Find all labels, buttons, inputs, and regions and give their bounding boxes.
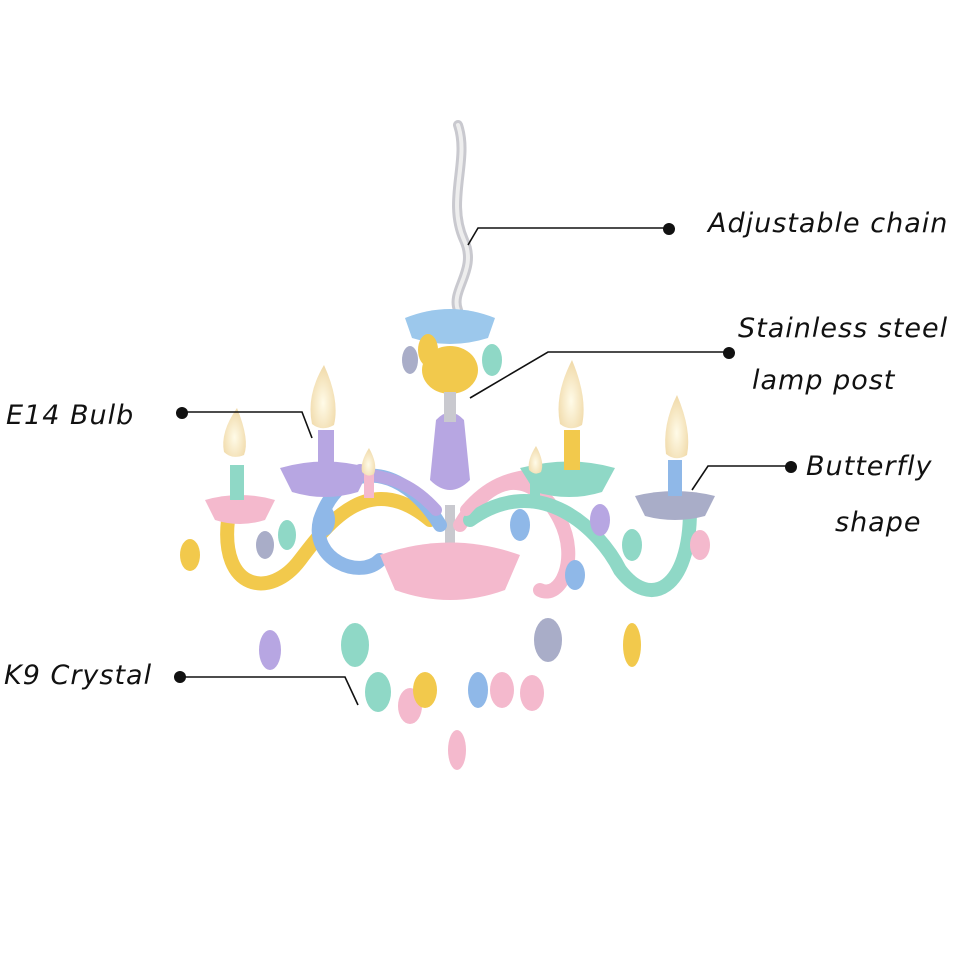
- label-adjustable-chain: Adjustable chain: [708, 208, 949, 239]
- bulbs: [223, 360, 689, 476]
- label-shape: shape: [835, 507, 922, 538]
- label-stainless-steel: Stainless steel: [738, 313, 949, 344]
- label-k9-crystal: K9 Crystal: [4, 660, 153, 691]
- post-dot: [723, 347, 735, 359]
- chain: [451, 120, 473, 315]
- label-lamp-post: lamp post: [752, 365, 896, 396]
- crystal-dot: [174, 671, 186, 683]
- crystals: [180, 334, 710, 770]
- label-butterfly: Butterfly: [806, 451, 933, 482]
- center-bowl: [380, 542, 520, 600]
- bulb-dot: [176, 407, 188, 419]
- chain-dot: [663, 223, 675, 235]
- butterfly-dot: [785, 461, 797, 473]
- label-e14-bulb: E14 Bulb: [6, 400, 135, 431]
- candle-cups: [205, 430, 715, 524]
- leader-lines: [180, 227, 790, 706]
